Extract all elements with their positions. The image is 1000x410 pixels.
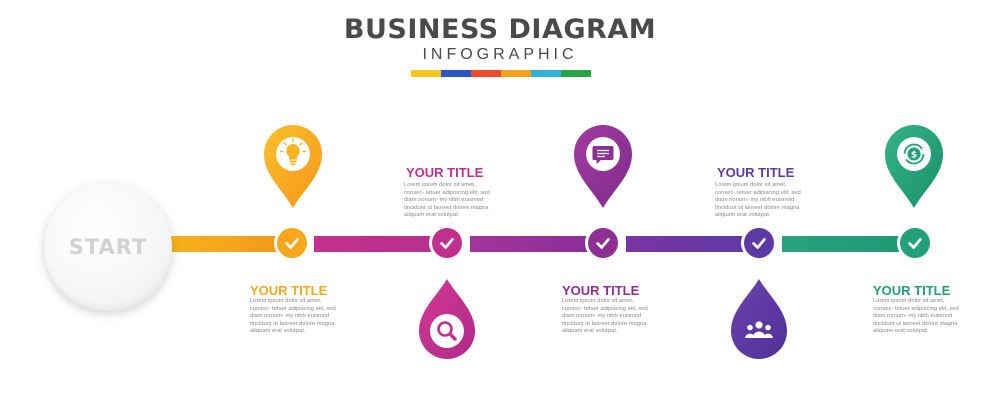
step-1-pin: [262, 123, 324, 209]
check-marker-5: [900, 228, 930, 258]
check-marker-1: [277, 228, 307, 258]
lightbulb-icon: [279, 138, 307, 166]
step-2-drop: [417, 277, 477, 361]
start-circle: START: [44, 183, 172, 311]
check-icon: [596, 238, 610, 249]
color-strip-swatch-1: [411, 70, 441, 77]
color-strip-swatch-5: [531, 70, 561, 77]
diagram-title: BUSINESS DIAGRAM: [343, 14, 657, 45]
step-3-text: Lorem ipsum dolor sit amet, consec- tetu…: [562, 298, 648, 335]
color-strip-swatch-2: [441, 70, 471, 77]
color-strip-swatch-6: [561, 70, 591, 77]
start-label: START: [68, 235, 148, 259]
check-icon: [285, 238, 299, 249]
step-5-text: Lorem ipsum dolor sit amet, consec- tetu…: [873, 298, 959, 335]
timeline-segment-5: [782, 236, 900, 252]
check-icon: [908, 238, 922, 249]
diagram-subtitle: INFOGRAPHIC: [422, 46, 578, 63]
step-3-title: YOUR TITLE: [562, 283, 640, 298]
step-4-text: Lorem ipsum dolor sit amet, consec- tetu…: [715, 182, 801, 219]
step-5-pin: $: [883, 123, 945, 209]
svg-text:$: $: [911, 151, 917, 161]
check-icon: [440, 238, 454, 249]
team-icon: [745, 321, 773, 338]
check-marker-4: [744, 228, 774, 258]
timeline-segment-4: [626, 236, 746, 252]
magnifier-icon: [437, 321, 457, 341]
step-4-drop: [729, 277, 789, 361]
timeline-segment-3: [470, 236, 590, 252]
dollar-cycle-icon: $: [903, 143, 925, 165]
timeline-segment-2: [314, 236, 434, 252]
chat-bubble-icon: [592, 146, 614, 164]
check-marker-2: [432, 228, 462, 258]
step-1-text: Lorem ipsum dolor sit amet, consec- tetu…: [250, 298, 336, 335]
step-2-text: Lorem ipsum dolor sit amet, consec- tetu…: [404, 182, 490, 219]
step-1-title: YOUR TITLE: [250, 283, 328, 298]
color-strip-swatch-4: [501, 70, 531, 77]
step-4-title: YOUR TITLE: [717, 165, 795, 180]
step-2-title: YOUR TITLE: [406, 165, 484, 180]
check-marker-3: [588, 228, 618, 258]
step-3-pin: [572, 123, 634, 209]
timeline-segment-1: [160, 236, 278, 252]
check-icon: [752, 238, 766, 249]
color-strip: [411, 70, 591, 77]
color-strip-swatch-3: [471, 70, 501, 77]
step-5-title: YOUR TITLE: [873, 283, 951, 298]
